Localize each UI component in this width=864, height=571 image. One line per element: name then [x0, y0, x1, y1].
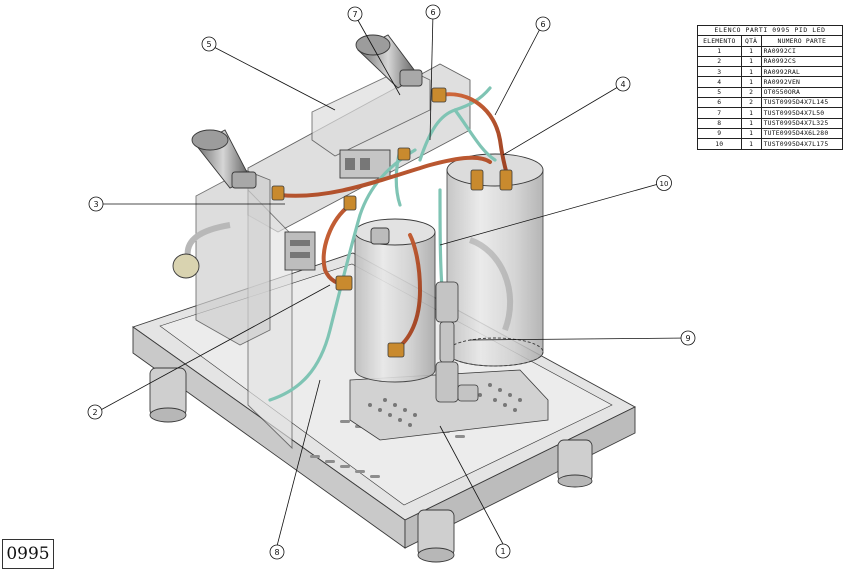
cell-qty: 1: [740, 138, 762, 150]
frame-assembly: [195, 63, 471, 450]
callout-bubble: 4: [615, 76, 631, 92]
cell-qty: 2: [740, 97, 762, 109]
cell-element: 1: [697, 45, 742, 57]
cell-part-number: TUST0995D4X7L175: [760, 138, 844, 150]
cell-part-number: TUST0995D4X7L325: [760, 117, 844, 129]
callout-bubble: 5: [201, 36, 217, 52]
cell-part-number: OT0550ORA: [760, 86, 844, 99]
leader-lines: [96, 12, 689, 547]
callout-bubble: 8: [269, 544, 285, 560]
callout-label: 6: [540, 20, 545, 29]
cell-part-number: RA0992VEN: [760, 76, 844, 88]
cell-part-number: TUST0995D4X7L145: [760, 97, 844, 109]
callout-label: 2: [92, 408, 97, 417]
parts-list-title: ELENCO PARTI 0995 PID LED: [697, 24, 843, 37]
cell-element: 6: [697, 97, 742, 109]
callout-label: 9: [685, 334, 690, 343]
callout-bubble: 6: [535, 16, 551, 32]
brass-fittings: [271, 87, 513, 358]
brew-boiler: [354, 218, 436, 383]
column-header-element: ELEMENTO: [697, 35, 742, 47]
callout-bubble: 9: [680, 330, 696, 346]
cell-element: 5: [697, 86, 742, 99]
cell-part-number: RA0992CI: [760, 45, 844, 57]
cell-qty: 1: [740, 76, 762, 88]
callout-label: 3: [93, 200, 98, 209]
cell-element: 9: [697, 127, 742, 140]
callout-bubble: 2: [87, 404, 103, 420]
parts-list-title-row: ELENCO PARTI 0995 PID LED: [697, 24, 843, 37]
callout-label: 10: [660, 180, 669, 188]
cell-element: 2: [697, 55, 742, 68]
callout-label: 7: [352, 10, 357, 19]
callout-bubble: 1: [495, 543, 511, 559]
left-valve-knob: [191, 129, 257, 189]
callout-label: 8: [274, 548, 279, 557]
copper-tubes: [278, 92, 510, 352]
cell-part-number: RA0992RAL: [760, 66, 844, 78]
cell-element: 3: [697, 66, 742, 78]
parts-list-table: ELENCO PARTI 0995 PID LED ELEMENTO QTÀ N…: [697, 24, 844, 150]
callout-label: 6: [430, 8, 435, 17]
right-valve-knob: [355, 34, 423, 89]
cell-qty: 1: [740, 107, 762, 119]
cell-qty: 1: [740, 55, 762, 68]
cell-qty: 2: [740, 86, 762, 99]
parts-list-header-row: ELEMENTO QTÀ NUMERO PARTE: [697, 35, 844, 47]
cell-element: 10: [697, 138, 742, 150]
cell-qty: 1: [740, 127, 762, 140]
column-header-qty: QTÀ: [740, 35, 762, 47]
cell-part-number: TUST0995D4X7L50: [760, 107, 844, 119]
service-boiler: [446, 153, 544, 367]
callout-bubble: 6: [425, 4, 441, 20]
drawing-number-box: 0995: [2, 539, 54, 569]
cell-qty: 1: [740, 66, 762, 78]
callout-bubble: 3: [88, 196, 104, 212]
callout-bubble: 10: [656, 175, 672, 191]
cell-qty: 1: [740, 117, 762, 129]
callouts: 1 2 3 4 5 6 6 7: [87, 4, 696, 560]
callout-bubble: 7: [347, 6, 363, 22]
perforated-panel: [349, 369, 549, 441]
cell-element: 7: [697, 107, 742, 119]
callout-label: 5: [206, 40, 211, 49]
cell-part-number: RA0992CS: [760, 55, 844, 68]
valve-stack: [435, 281, 479, 403]
steam-wand: [172, 222, 231, 279]
column-header-part-number: NUMERO PARTE: [760, 35, 844, 47]
callout-label: 1: [500, 547, 505, 556]
cell-element: 4: [697, 76, 742, 88]
cell-qty: 1: [740, 45, 762, 57]
cell-part-number: TUTE0995D4X6L280: [760, 127, 844, 140]
callout-label: 4: [620, 80, 625, 89]
cell-element: 8: [697, 117, 742, 129]
